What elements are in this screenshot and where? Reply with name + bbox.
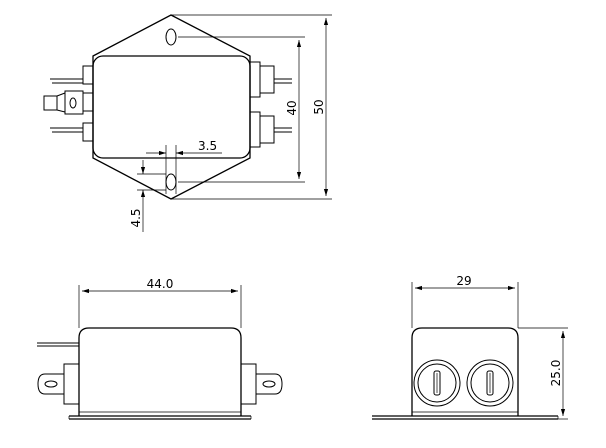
filter-body	[92, 55, 251, 159]
right-terminals	[249, 61, 292, 148]
dim-40-label: 40	[285, 100, 299, 115]
dim-side-width: 29	[411, 274, 519, 328]
dim-4.5-label: 4.5	[129, 208, 143, 227]
side-body	[411, 327, 519, 416]
front-view: 44.0	[37, 277, 283, 420]
side-connector-left	[413, 359, 461, 407]
dim-3.5-label: 3.5	[198, 139, 217, 153]
dim-44.0-label: 44.0	[147, 277, 174, 291]
dim-side-height: 25.0	[518, 327, 568, 420]
top-view: 50 40 3.5 4.5	[43, 14, 332, 232]
front-body	[78, 327, 242, 416]
mounting-hole-bottom	[165, 173, 177, 191]
left-terminals	[43, 65, 94, 142]
dim-25.0-label: 25.0	[549, 360, 563, 387]
front-left-tab	[37, 363, 80, 405]
mounting-hole-top	[165, 28, 177, 46]
dim-hole-offset: 4.5	[129, 160, 166, 232]
side-connector-right	[466, 359, 514, 407]
dim-29-label: 29	[456, 274, 471, 288]
dim-front-width: 44.0	[78, 277, 242, 328]
dim-hole-spacing: 40	[178, 36, 305, 183]
dim-overall-height: 50	[171, 14, 332, 200]
side-view: 29 25.0	[372, 274, 568, 420]
dim-hole-width: 3.5	[146, 139, 222, 194]
dim-50-label: 50	[312, 99, 326, 114]
front-right-tab	[240, 363, 283, 405]
mounting-flange	[92, 14, 251, 200]
